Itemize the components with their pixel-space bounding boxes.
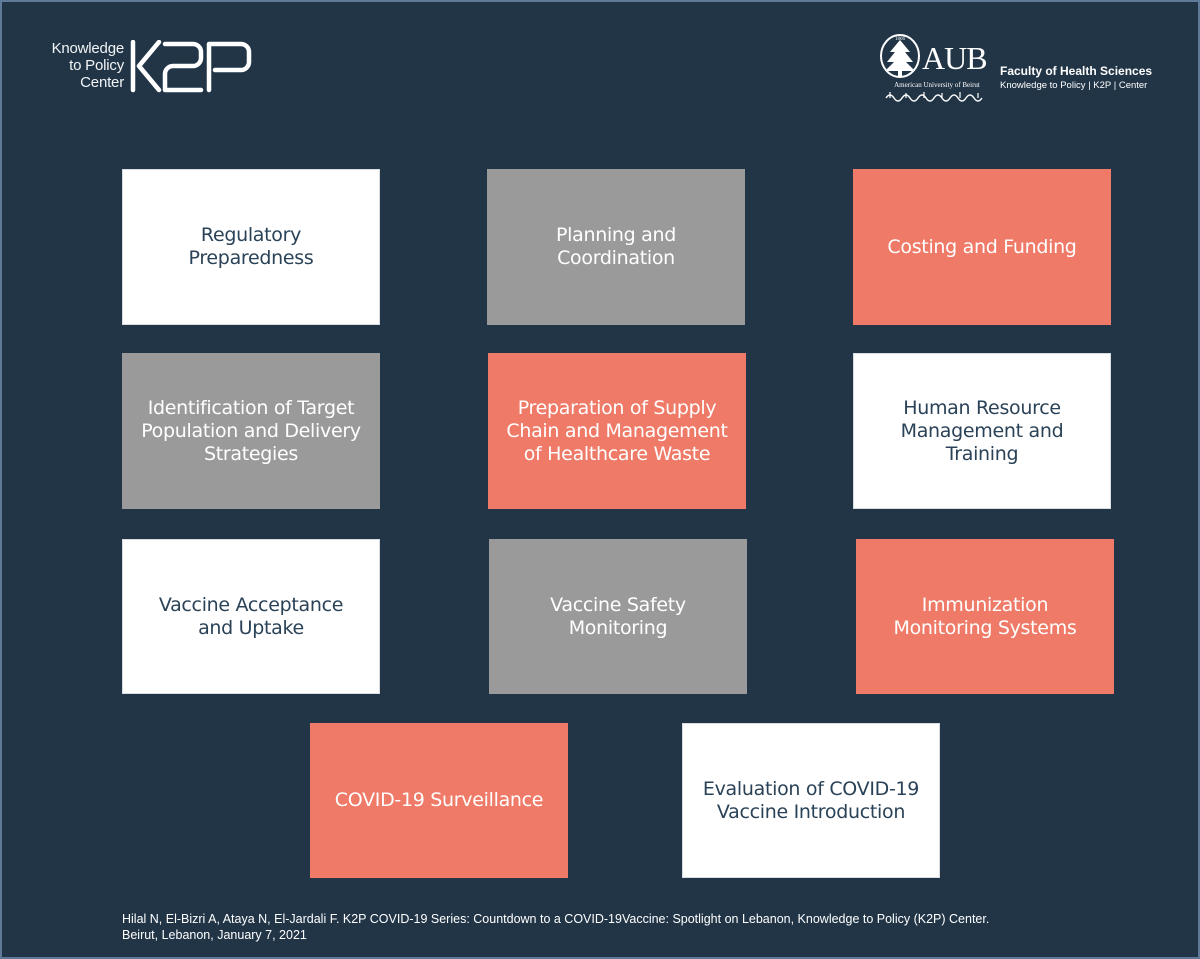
box-vaccine-acceptance: Vaccine Acceptance and Uptake — [122, 539, 380, 694]
k2p-logo-tagline: Knowledge to Policy Center — [42, 40, 125, 91]
k2p-tagline-line-3: Center — [80, 74, 124, 91]
box-label: Human Resource Management and Training — [900, 396, 1064, 465]
box-label: Vaccine Acceptance and Uptake — [158, 593, 344, 639]
box-label: Vaccine Safety Monitoring — [550, 593, 686, 639]
box-label: Identification of Target Population and … — [141, 396, 361, 465]
box-label: Regulatory Preparedness — [188, 224, 314, 269]
box-costing-funding: Costing and Funding — [853, 169, 1111, 325]
citation-text: Hilal N, El-Bizri A, Ataya N, El-Jardali… — [122, 912, 990, 942]
aub-subtitle: American University of Beirut — [894, 81, 980, 89]
box-regulatory-preparedness: Regulatory Preparedness — [122, 169, 380, 325]
box-immunization-monitoring: Immunization Monitoring Systems — [856, 539, 1114, 694]
box-vaccine-safety: Vaccine Safety Monitoring — [489, 539, 747, 694]
box-label: Evaluation of COVID-19 Vaccine Introduct… — [702, 777, 920, 823]
box-supply-chain: Preparation of Supply Chain and Manageme… — [488, 353, 746, 509]
faculty-title: Faculty of Health Sciences — [1000, 64, 1153, 78]
aub-year: 1866 — [895, 37, 905, 42]
box-label: COVID-19 Surveillance — [334, 789, 544, 811]
k2p-tagline-line-2: to Policy — [69, 57, 124, 74]
box-label: Planning and Coordination — [555, 224, 677, 269]
k2p-logo-icon — [130, 40, 252, 93]
box-label: Preparation of Supply Chain and Manageme… — [506, 396, 728, 465]
box-target-population: Identification of Target Population and … — [122, 353, 380, 509]
aub-wordmark: AUB — [922, 40, 988, 76]
box-label: Immunization Monitoring Systems — [893, 593, 1077, 639]
box-covid-surveillance: COVID-19 Surveillance — [310, 723, 568, 878]
box-human-resource: Human Resource Management and Training — [853, 353, 1111, 509]
box-evaluation: Evaluation of COVID-19 Vaccine Introduct… — [682, 723, 940, 878]
box-label: Costing and Funding — [887, 235, 1077, 258]
k2p-tagline-line-1: Knowledge — [51, 40, 125, 57]
aub-cedar-emblem-icon — [880, 34, 920, 78]
box-planning-coordination: Planning and Coordination — [487, 169, 745, 325]
faculty-subtitle: Knowledge to Policy | K2P | Center — [1000, 80, 1148, 91]
aub-arabic-script-icon — [885, 92, 983, 102]
